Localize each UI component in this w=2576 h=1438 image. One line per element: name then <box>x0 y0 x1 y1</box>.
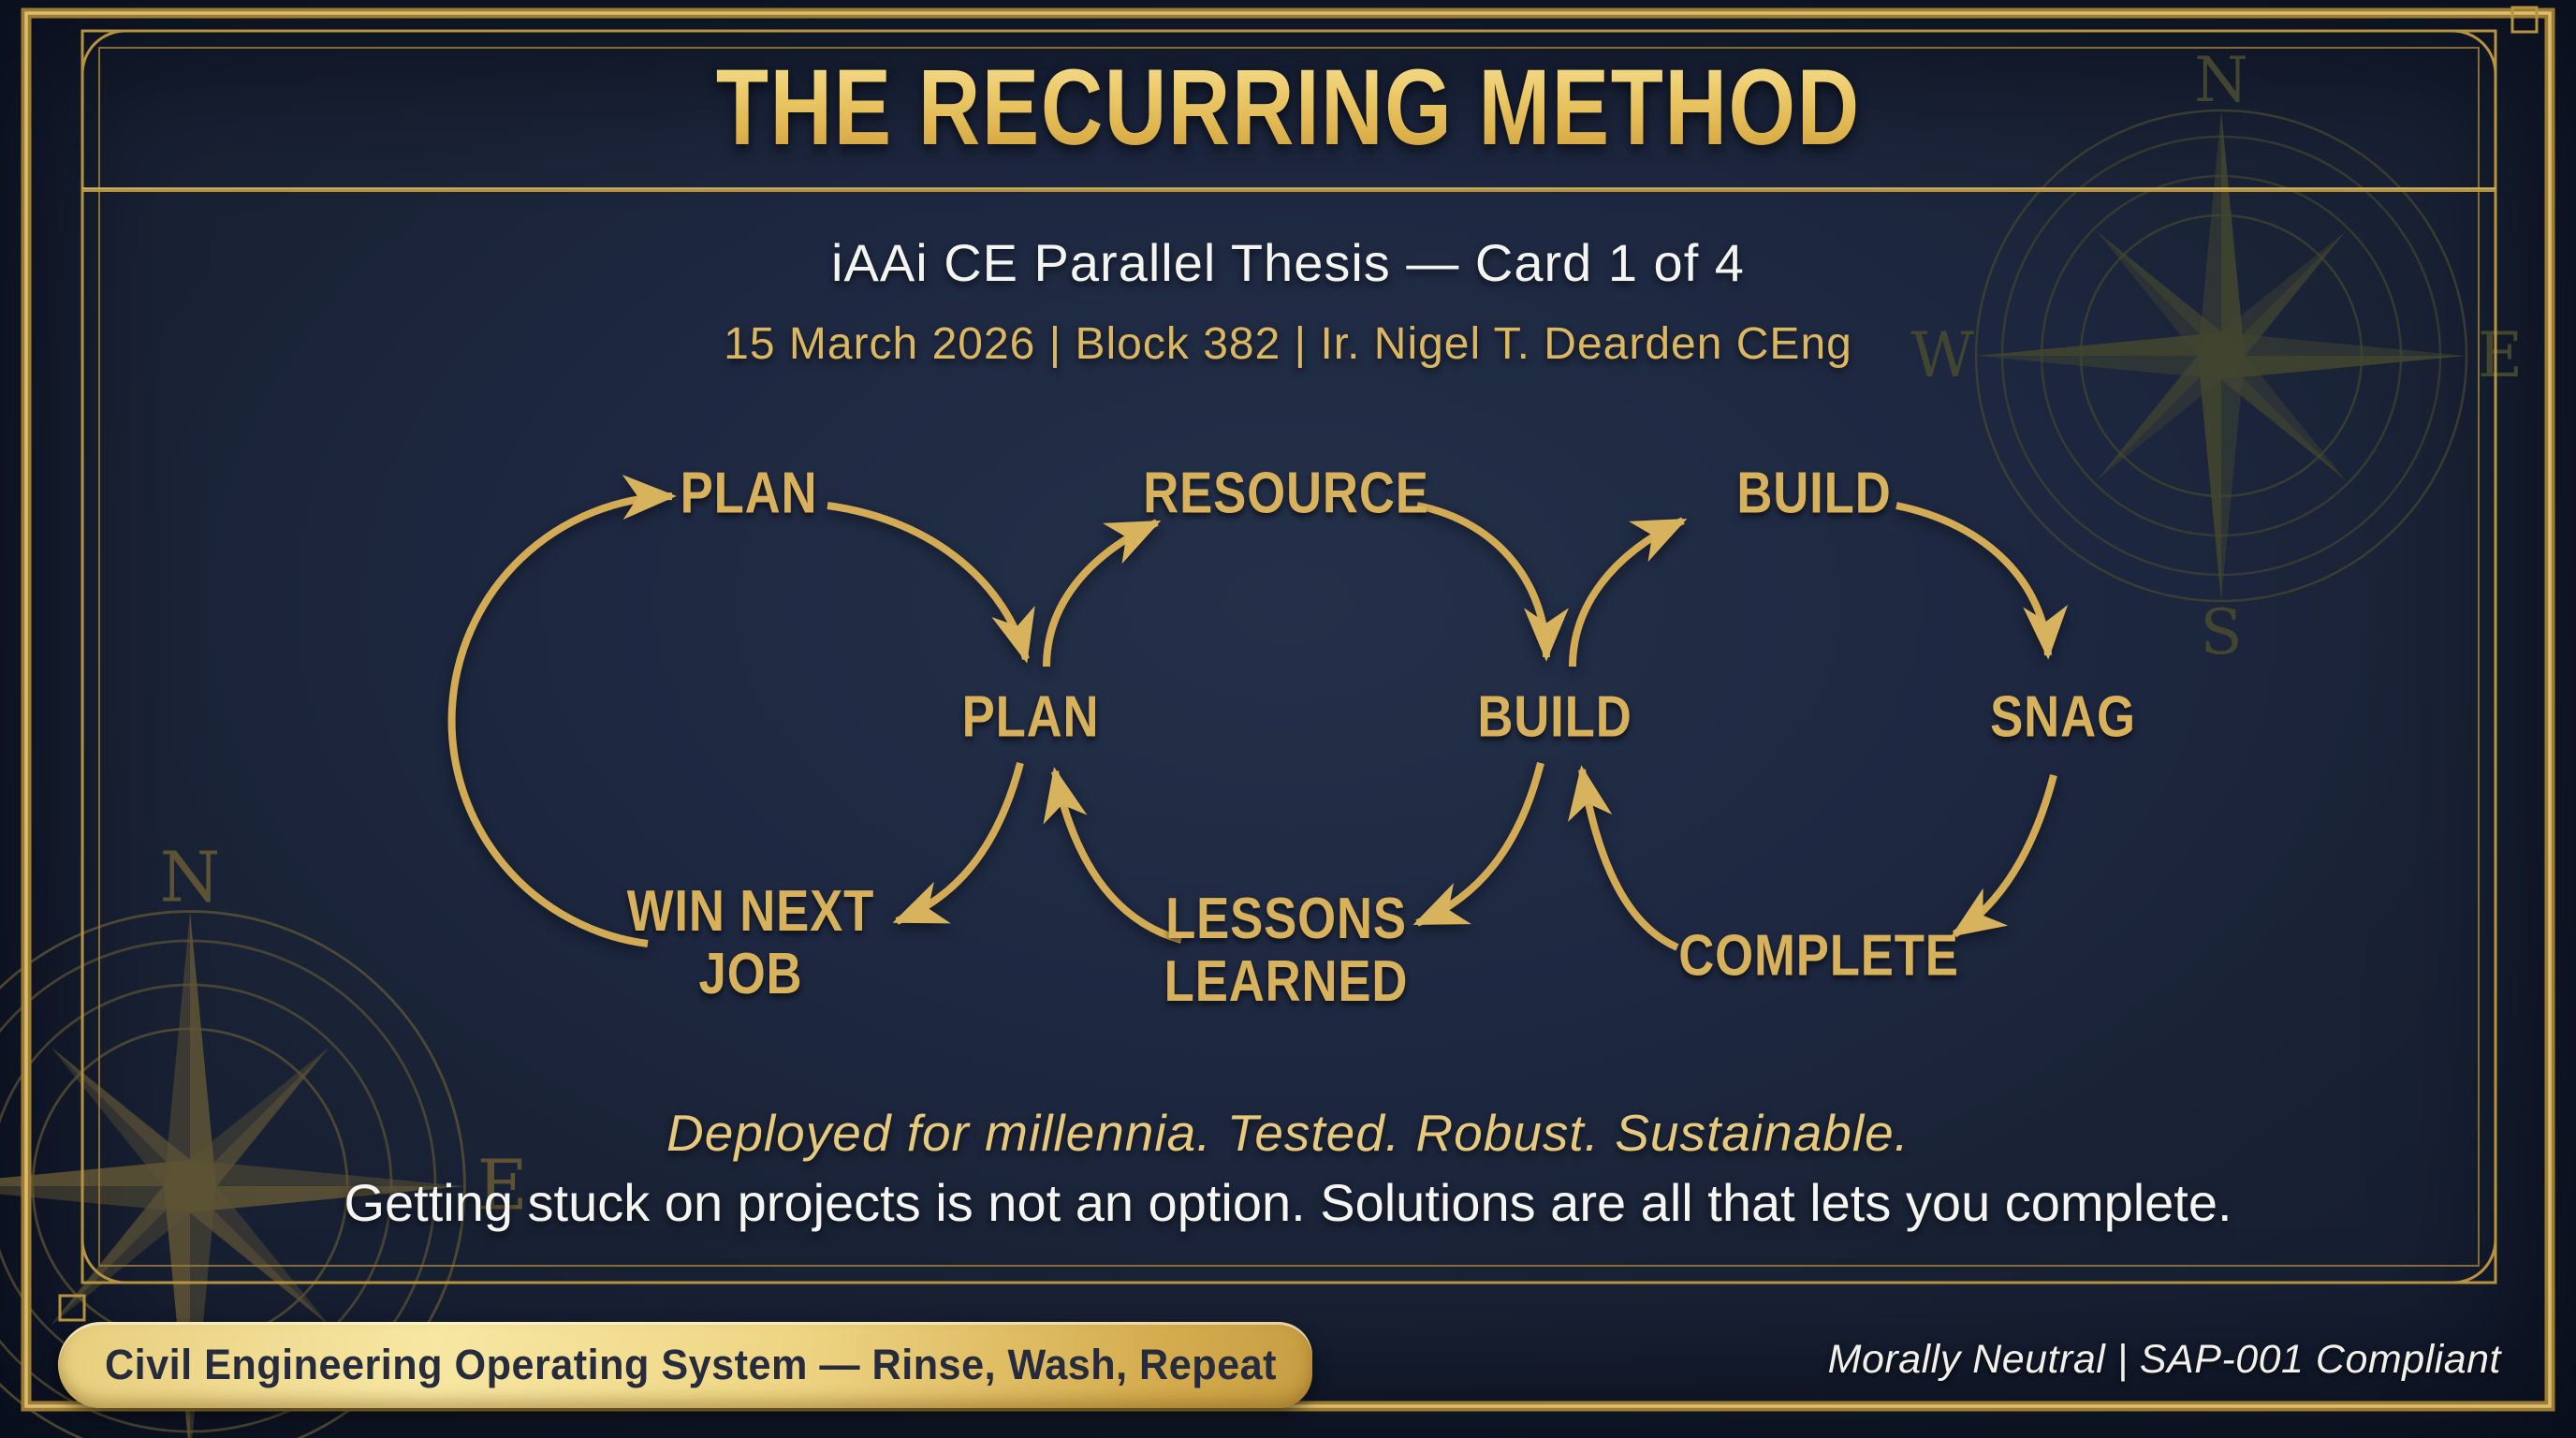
node-complete: COMPLETE <box>1678 923 1959 989</box>
node-build-top: BUILD <box>1736 461 1892 526</box>
tagline-statement: Getting stuck on projects is not an opti… <box>344 1173 2232 1232</box>
arrow-planmid-to-winnext <box>892 761 1024 925</box>
arrow-snag-to-complete <box>1951 773 2057 938</box>
arrow-build-to-snag <box>1895 502 2069 660</box>
node-win-next-job: WIN NEXT JOB <box>626 879 875 1006</box>
subtitle: iAAi CE Parallel Thesis — Card 1 of 4 <box>831 233 1745 292</box>
meta-line: 15 March 2026 | Block 382 | Ir. Nigel T.… <box>724 319 1852 369</box>
footer-badge: Civil Engineering Operating System — Rin… <box>58 1322 1312 1408</box>
node-plan-mid: PLAN <box>961 684 1100 750</box>
arrow-planmid-to-resource <box>1043 519 1162 668</box>
arrow-winnextjob-to-plan <box>447 475 677 947</box>
tagline-emphasis: Deployed for millennia. Tested. Robust. … <box>666 1104 1910 1162</box>
node-resource: RESOURCE <box>1143 461 1429 526</box>
arrow-buildmid-to-lessons <box>1412 762 1544 927</box>
node-plan-top: PLAN <box>680 461 818 526</box>
arrow-resource-to-buildmid <box>1416 502 1569 662</box>
header-band: THE RECURRING METHOD <box>0 43 2576 172</box>
arrow-plan-to-planmid <box>827 502 1035 664</box>
arrow-buildmid-to-build <box>1569 517 1688 668</box>
compliance-note: Morally Neutral | SAP-001 Compliant <box>1827 1337 2501 1382</box>
node-lessons-learned: LESSONS LEARNED <box>1164 887 1409 1014</box>
footer-badge-label: Civil Engineering Operating System — Rin… <box>105 1341 1277 1388</box>
arrow-complete-to-buildmid <box>1568 765 1679 951</box>
node-snag: SNAG <box>1990 684 2136 750</box>
node-build-mid: BUILD <box>1477 684 1632 750</box>
arrow-lessons-to-planmid <box>1043 767 1183 944</box>
page-title: THE RECURRING METHOD <box>716 43 1861 172</box>
